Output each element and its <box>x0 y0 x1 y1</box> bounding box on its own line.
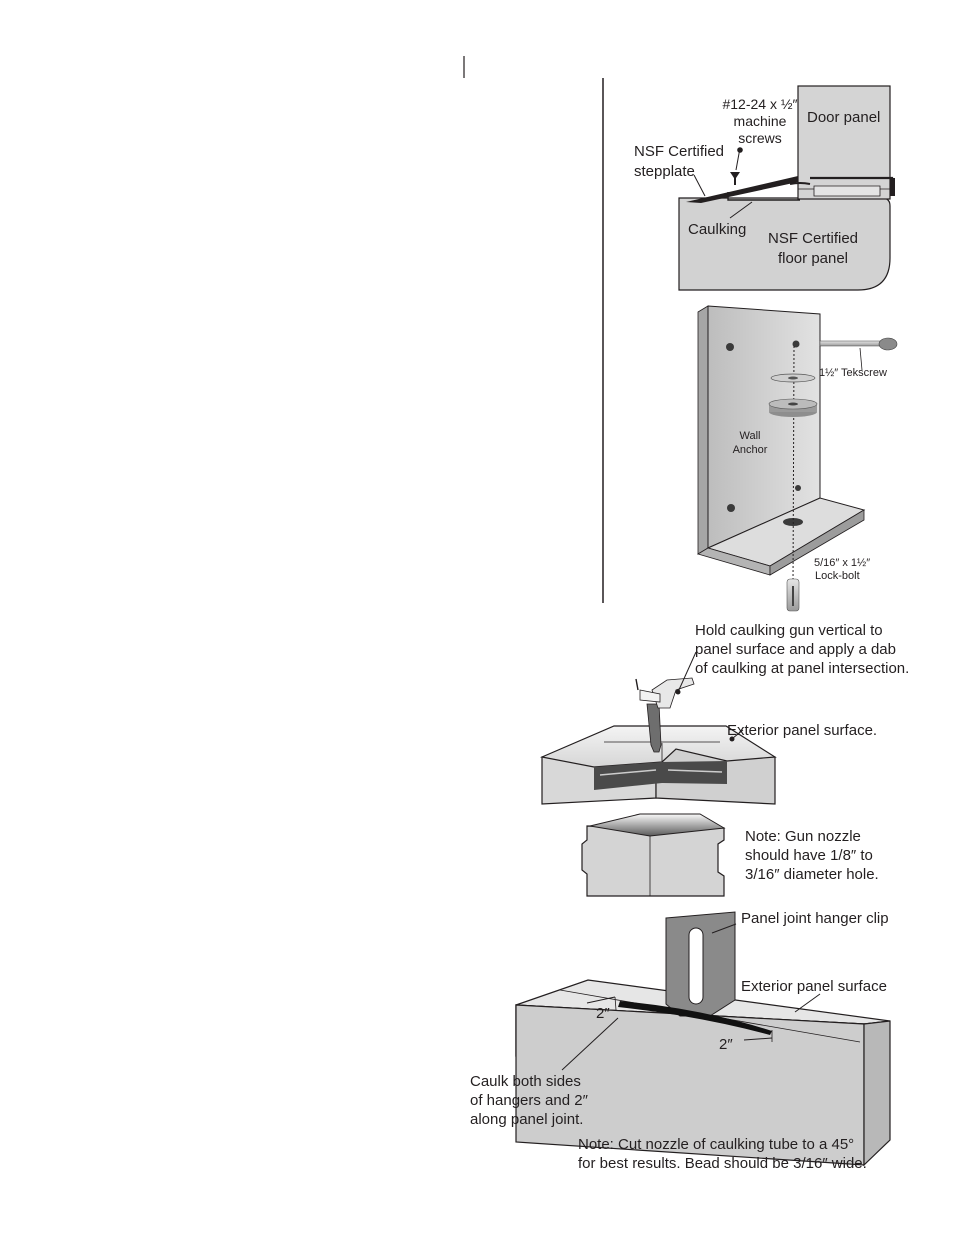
screws-label-2: machine <box>734 113 787 129</box>
floor-panel-label-1: NSF Certified <box>768 230 858 247</box>
caulking-label: Caulking <box>688 221 746 238</box>
screws-label-3: screws <box>738 130 782 146</box>
lockbolt-label-1: 5/16″ x 1½″ <box>814 557 870 569</box>
exterior-surface-label-1: Exterior panel surface. <box>727 722 877 739</box>
exterior-surface-label-2: Exterior panel surface <box>741 978 887 995</box>
door-panel-label: Door panel <box>807 109 880 126</box>
nozzle-note-1: Note: Gun nozzle <box>745 828 861 845</box>
floor-panel-label-2: floor panel <box>778 250 848 267</box>
figure-caulking-gun: Hold caulking gun vertical to panel surfa… <box>539 622 909 897</box>
caulk-note-2: of hangers and 2″ <box>470 1092 589 1109</box>
hold-note-1: Hold caulking gun vertical to <box>695 622 883 639</box>
dim-right-label: 2″ <box>719 1036 733 1053</box>
washer-icon <box>770 373 816 383</box>
door-panel-shape <box>797 85 891 200</box>
lock-bolt-icon <box>786 578 800 612</box>
caulk-note-3: along panel joint. <box>470 1111 583 1128</box>
lockbolt-label-2: Lock-bolt <box>815 570 860 582</box>
nozzle-note-3: 3/16″ diameter hole. <box>745 866 879 883</box>
figure-hanger-clip: Panel joint hanger clip Exterior panel s… <box>470 910 891 1172</box>
svg-text:Hold caulking gun vertical top: Hold caulking gun vertical to panel surfa… <box>695 622 909 677</box>
svg-text:Note: Cut nozzle of caulking t: Note: Cut nozzle of caulking tube to a 4… <box>578 1136 867 1172</box>
hold-note-2: panel surface and apply a dab <box>695 641 896 658</box>
hold-note-3: of caulking at panel intersection. <box>695 660 909 677</box>
tekscrew-icon <box>819 337 898 351</box>
caulking-bead <box>789 182 811 185</box>
stepplate-shape <box>686 176 798 203</box>
machine-screw-icon <box>730 172 740 185</box>
caulk-bead <box>618 1001 772 1035</box>
svg-text:5/16″ x 1½″Lock-bolt: 5/16″ x 1½″Lock-bolt <box>814 557 870 582</box>
caulk-note-1: Caulk both sides <box>470 1073 581 1090</box>
insert-block-top <box>589 813 726 837</box>
hanger-clip-label: Panel joint hanger clip <box>741 910 889 927</box>
wall-anchor-label-1: Wall <box>740 430 761 442</box>
cut-note-2: for best results. Bead should be 3/16″ w… <box>578 1155 867 1172</box>
stepplate-label-2: stepplate <box>634 163 695 180</box>
wall-anchor-label-2: Anchor <box>733 444 768 456</box>
spacer-icon <box>768 398 818 417</box>
dim-left-label: 2″ <box>596 1005 610 1022</box>
insert-block-front <box>581 825 725 897</box>
screws-label-1: #12-24 x ½″ <box>722 96 797 112</box>
tekscrew-label: 1½″ Tekscrew <box>819 367 887 379</box>
nozzle-note-2: should have 1/8″ to <box>745 847 873 864</box>
hanger-clip-slot <box>688 927 704 1005</box>
cut-note-1: Note: Cut nozzle of caulking tube to a 4… <box>578 1136 854 1153</box>
caulking-gun-icon <box>635 677 695 753</box>
stepplate-label-1: NSF Certified <box>634 143 724 160</box>
